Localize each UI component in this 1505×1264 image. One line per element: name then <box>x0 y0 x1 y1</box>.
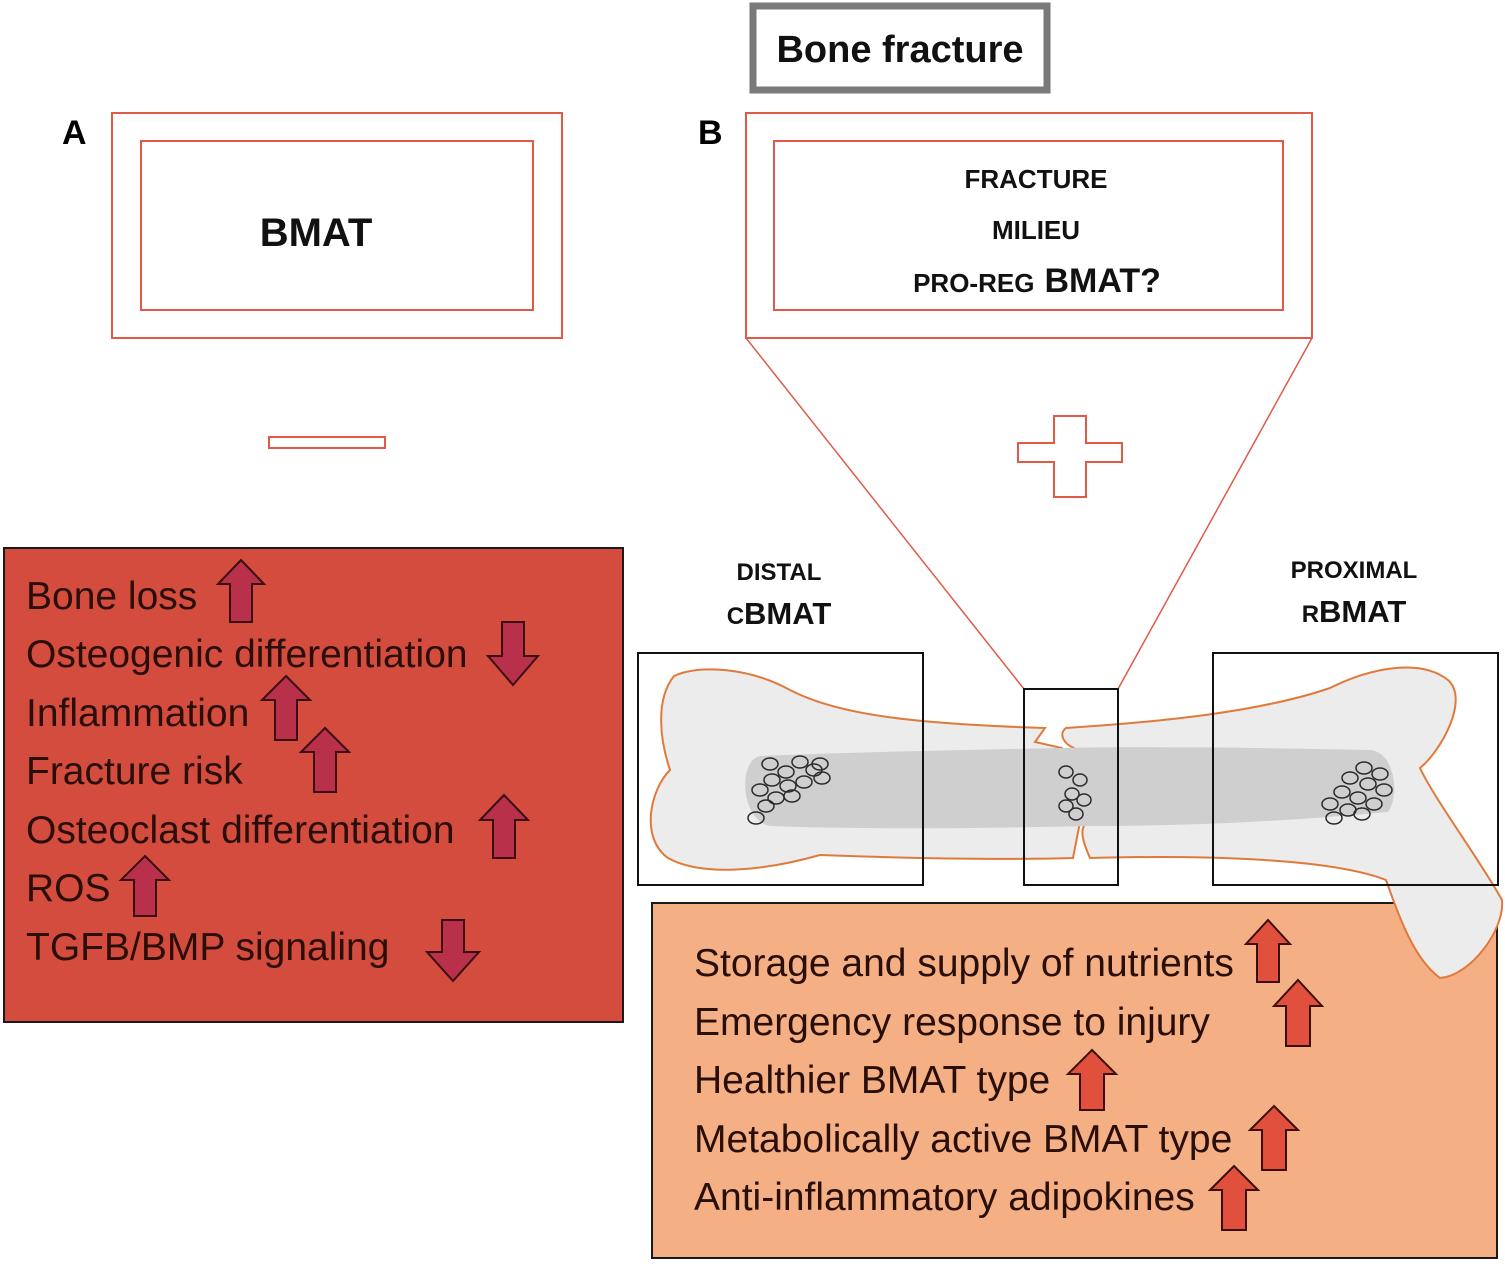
zoom-line-left <box>745 337 1025 690</box>
adipocytes-distal <box>747 755 831 825</box>
arrow-up-icon <box>1065 1048 1119 1111</box>
distal-bmat: BMAT <box>744 596 831 631</box>
effect-a-4: Fracture risk <box>26 750 243 793</box>
plus-sign-icon <box>1017 415 1123 498</box>
milieu-pro-reg: PRO-REG <box>913 268 1034 298</box>
distal-prefix: C <box>727 603 744 630</box>
panel-b-effects-box <box>651 902 1498 1259</box>
adipocytes-proximal <box>1321 761 1393 825</box>
milieu-line-2: MILIEU <box>992 215 1080 245</box>
panel-a-letter: A <box>62 114 87 152</box>
arrow-down-icon <box>485 621 541 687</box>
proximal-prefix: R <box>1302 601 1319 628</box>
effect-a-1: Bone loss <box>26 575 197 618</box>
milieu-line-3: PRO-REG BMAT? <box>913 262 1161 300</box>
fracture-site-frame <box>1023 688 1119 886</box>
panel-b-effects-list: Storage and supply of nutrients Emergenc… <box>694 942 1234 1219</box>
title-text: Bone fracture <box>776 29 1023 71</box>
effect-b-3: Healthier BMAT type <box>694 1059 1050 1102</box>
distal-label: DISTAL <box>737 559 822 586</box>
arrow-up-icon <box>298 726 352 793</box>
bmat-label: BMAT <box>260 211 373 255</box>
effect-b-2: Emergency response to injury <box>694 1001 1210 1044</box>
title-box: Bone fracture <box>749 2 1051 94</box>
milieu-outer-frame <box>745 112 1313 339</box>
effect-a-7: TGFB/BMP signaling <box>26 926 389 969</box>
effect-b-1: Storage and supply of nutrients <box>694 942 1234 985</box>
milieu-bmat: BMAT? <box>1044 262 1160 300</box>
adipocytes-fracture <box>1058 765 1092 821</box>
proximal-bmat: BMAT <box>1319 594 1406 629</box>
effect-a-3: Inflammation <box>26 692 249 735</box>
distal-cbmat-label: CBMAT <box>727 596 832 631</box>
effect-a-6: ROS <box>26 867 111 910</box>
arrow-down-icon <box>424 919 482 983</box>
milieu-inner-frame <box>773 140 1284 311</box>
minus-sign-icon <box>268 436 386 449</box>
effect-a-5: Osteoclast differentiation <box>26 809 455 852</box>
proximal-label: PROXIMAL <box>1291 557 1418 584</box>
arrow-up-icon <box>477 793 531 859</box>
bmat-outer-frame <box>111 112 563 339</box>
effect-b-4: Metabolically active BMAT type <box>694 1118 1232 1161</box>
arrow-up-icon <box>118 854 172 917</box>
milieu-line-1: FRACTURE <box>965 164 1108 194</box>
bmat-inner-frame <box>140 140 534 311</box>
zoom-line-right <box>1117 337 1313 690</box>
arrow-up-icon <box>1207 1164 1261 1231</box>
proximal-rbmat-label: RBMAT <box>1302 594 1407 629</box>
panel-b-milieu-box: FRACTURE MILIEU PRO-REG BMAT? <box>745 112 1313 339</box>
bone-illustration <box>649 666 1504 980</box>
effect-a-2: Osteogenic differentiation <box>26 633 468 676</box>
distal-region-frame <box>637 652 924 886</box>
bone-proximal-fragment <box>1061 666 1504 980</box>
arrow-up-icon <box>1243 918 1293 983</box>
arrow-up-icon <box>259 674 313 741</box>
panel-b-letter: B <box>698 114 723 152</box>
arrow-up-icon <box>1247 1104 1301 1171</box>
proximal-region-frame <box>1212 652 1499 886</box>
arrow-up-icon <box>1271 978 1325 1047</box>
panel-a-effects-list: Bone loss Osteogenic differentiation Inf… <box>26 575 468 969</box>
title-frame <box>749 2 1051 94</box>
panel-a-bmat-box: BMAT <box>111 112 563 339</box>
arrow-up-icon <box>215 558 267 623</box>
effect-b-5: Anti-inflammatory adipokines <box>694 1176 1195 1219</box>
